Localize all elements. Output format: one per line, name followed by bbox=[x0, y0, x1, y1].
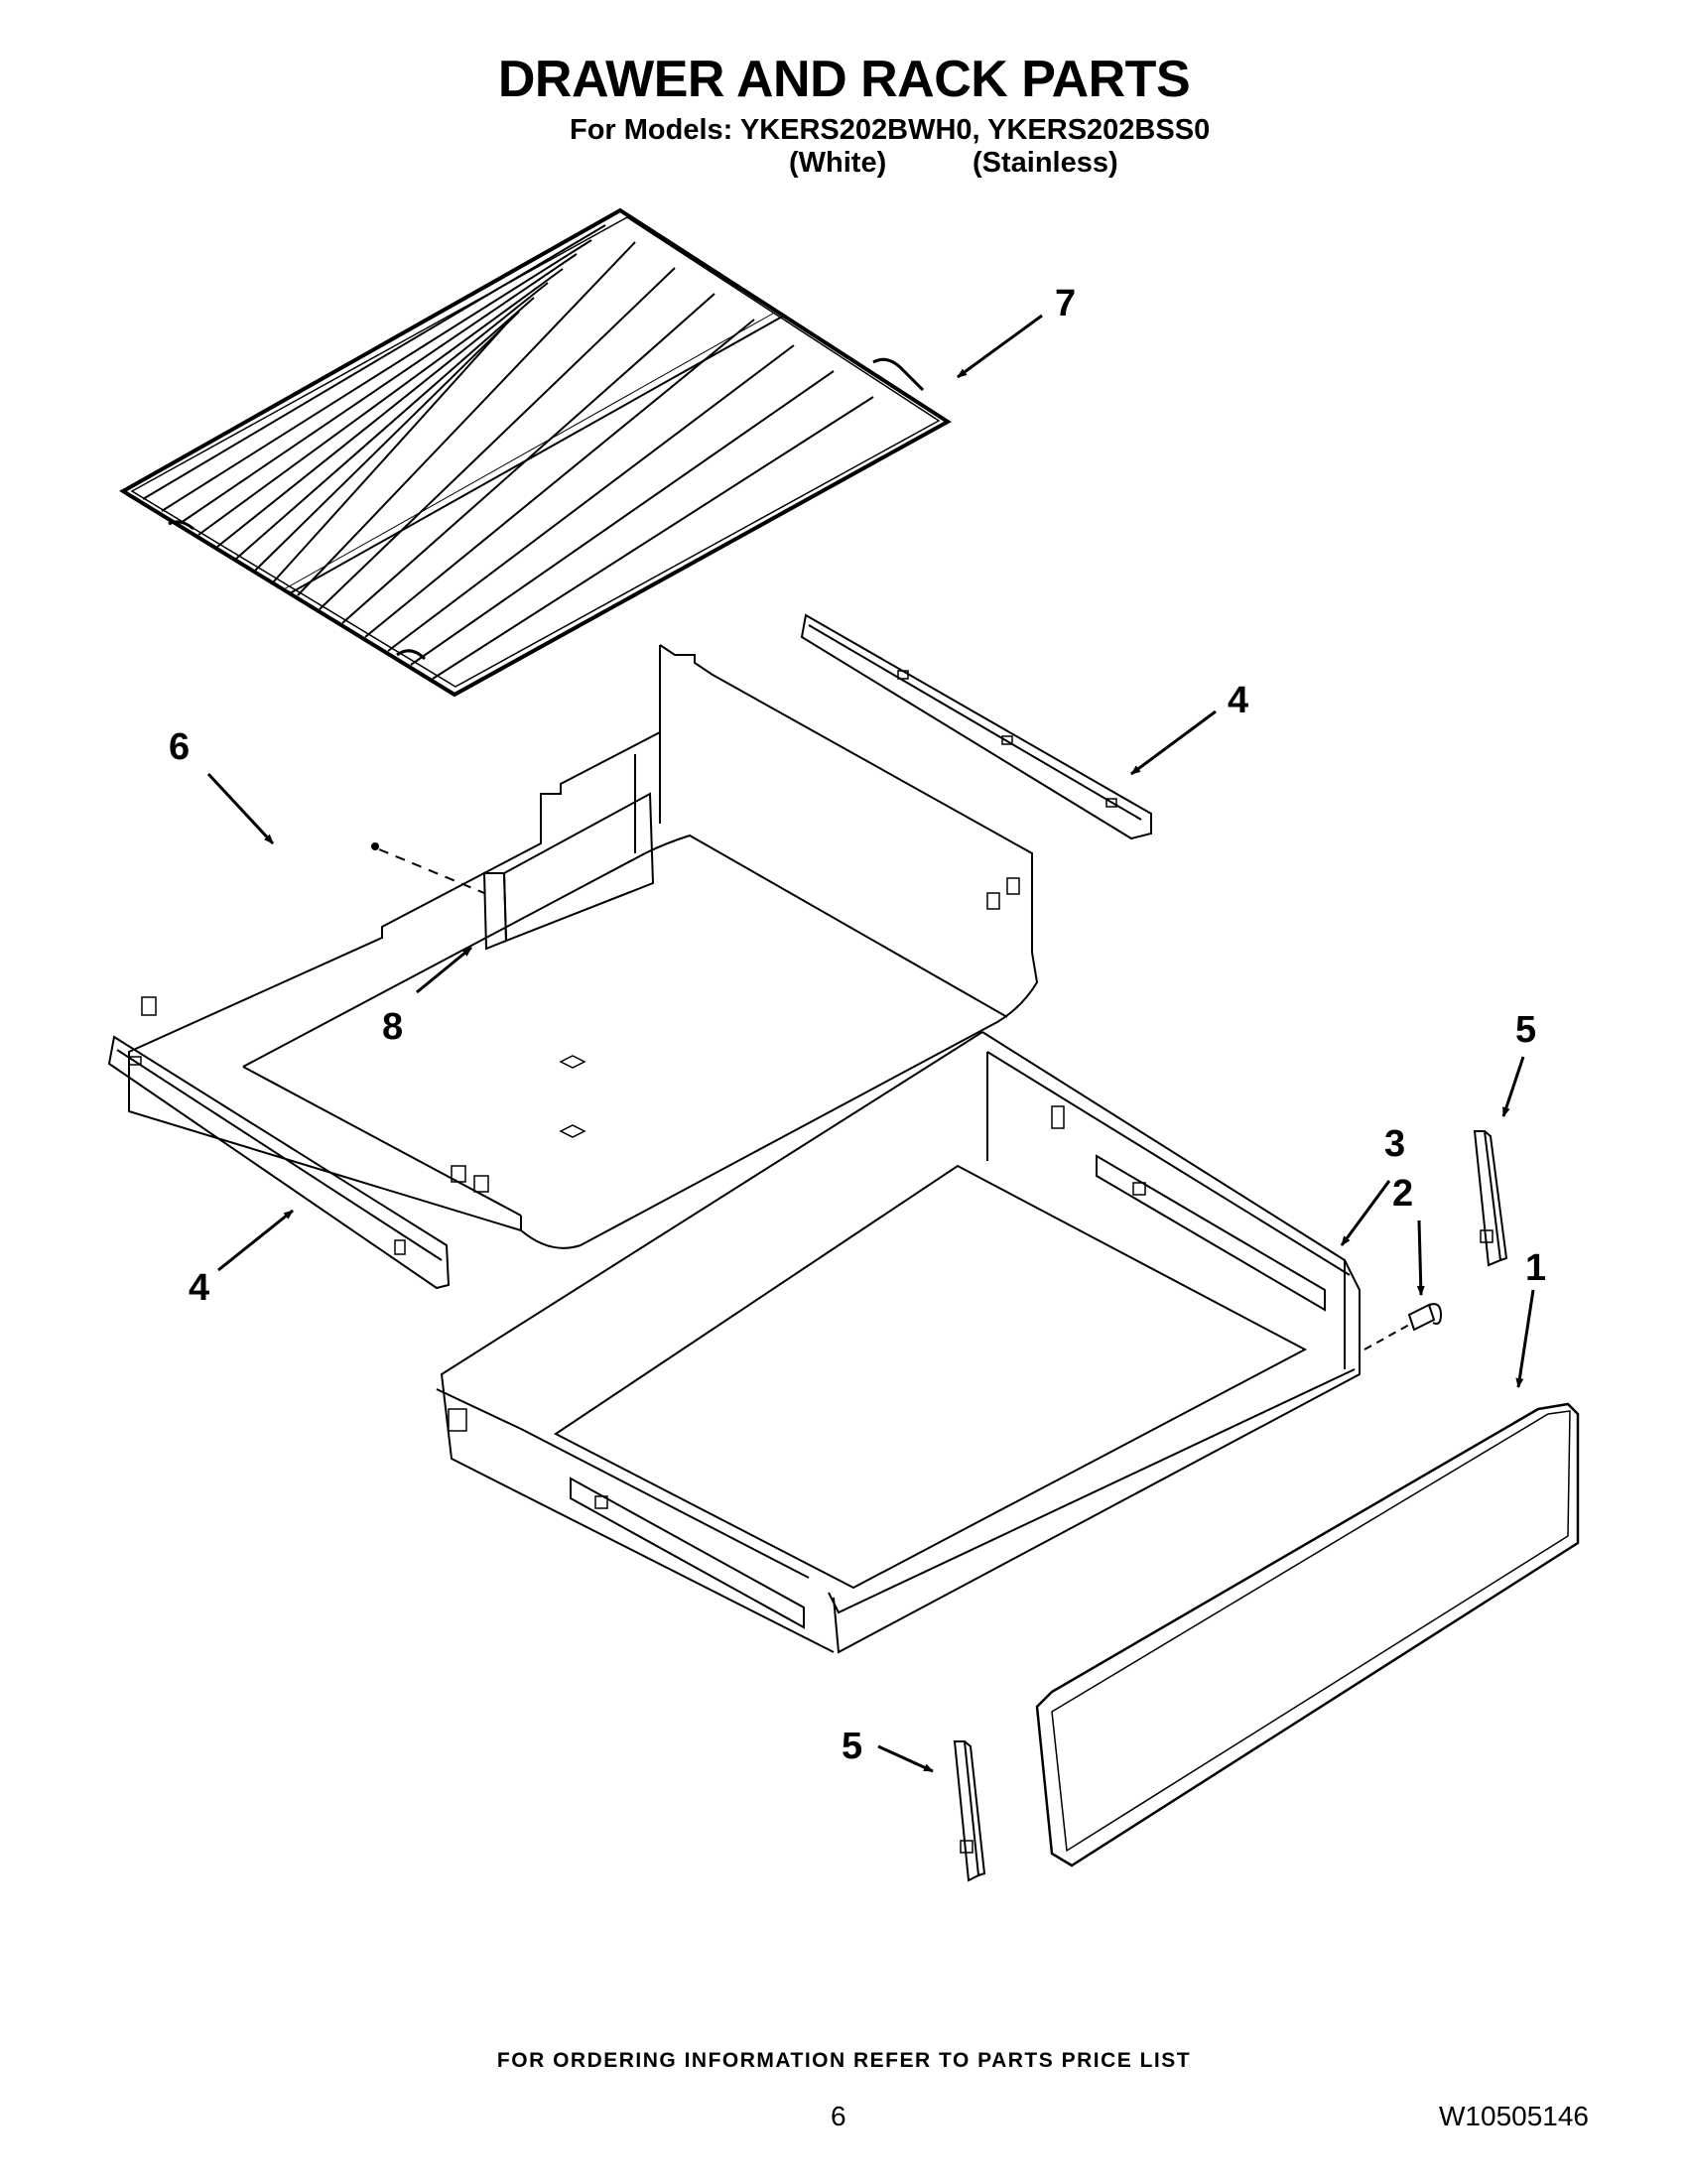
ordering-note: FOR ORDERING INFORMATION REFER TO PARTS … bbox=[496, 2049, 1192, 2072]
drawer-part bbox=[436, 1031, 1361, 1654]
drawer-glide-lower-part bbox=[953, 1740, 986, 1882]
callout-arrows bbox=[206, 314, 1535, 1773]
callout-6: 6 bbox=[169, 726, 190, 768]
page-number: 6 bbox=[831, 2101, 846, 2131]
slide-rail-left-part bbox=[107, 1035, 451, 1290]
callout-5-upper: 5 bbox=[1515, 1009, 1536, 1051]
callout-1: 1 bbox=[1525, 1247, 1546, 1289]
variant-stainless-label: (Stainless) bbox=[973, 147, 1118, 179]
models-line: For Models: YKERS202BWH0, YKERS202BSS0 bbox=[570, 114, 1211, 146]
oven-rack-part bbox=[119, 207, 952, 698]
callout-4-upper: 4 bbox=[1228, 680, 1248, 721]
page-title: DRAWER AND RACK PARTS bbox=[497, 51, 1191, 108]
slide-rail-right-part bbox=[800, 613, 1152, 840]
document-number: W10505146 bbox=[1439, 2101, 1590, 2131]
callout-2: 2 bbox=[1392, 1173, 1413, 1215]
callout-7: 7 bbox=[1055, 283, 1076, 324]
drawer-glide-upper-part bbox=[1473, 1130, 1508, 1267]
callout-4-lower: 4 bbox=[189, 1267, 209, 1309]
callout-5-lower: 5 bbox=[842, 1726, 862, 1767]
variant-white-label: (White) bbox=[789, 147, 887, 179]
drawer-front-panel-part bbox=[1035, 1402, 1580, 1867]
drawer-housing-part bbox=[128, 644, 1039, 1249]
bracket-part bbox=[371, 792, 655, 951]
callout-8: 8 bbox=[382, 1006, 403, 1048]
callout-3: 3 bbox=[1384, 1123, 1405, 1165]
screw-part bbox=[1363, 1303, 1443, 1350]
